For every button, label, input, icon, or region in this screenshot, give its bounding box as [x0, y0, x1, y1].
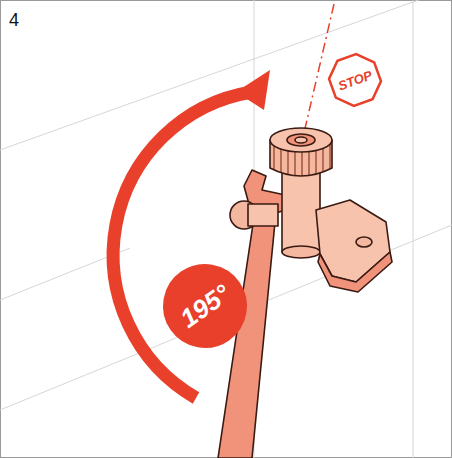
- stop-sign: STOP: [319, 44, 391, 116]
- rotation-arrowhead: [236, 70, 270, 110]
- rotation-arrow: [113, 92, 252, 398]
- step-number: 4: [9, 10, 19, 31]
- angle-valve: [230, 128, 392, 292]
